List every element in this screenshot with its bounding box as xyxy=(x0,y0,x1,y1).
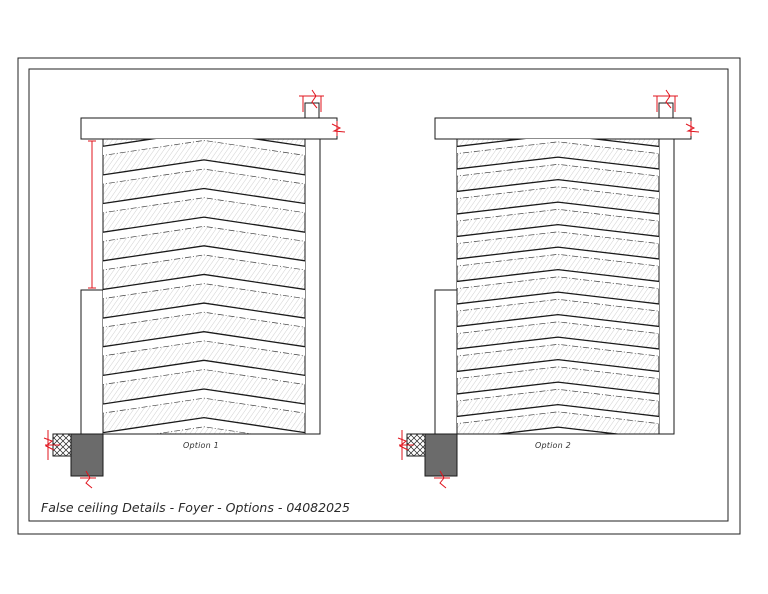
chevron-dash-line xyxy=(457,388,659,402)
chevron-line xyxy=(457,381,659,395)
option-2-label: Option 2 xyxy=(535,441,571,450)
chevron-dash-line xyxy=(103,397,305,414)
chevron-band xyxy=(103,245,305,270)
left-wall xyxy=(434,289,458,435)
chevron-band xyxy=(457,292,659,312)
dimension-marks xyxy=(43,89,346,489)
chevron-dash-line xyxy=(103,168,305,185)
chevron-dash-line xyxy=(103,140,305,156)
chevron-band xyxy=(457,202,659,222)
chevron-line xyxy=(103,273,305,291)
chevron-line xyxy=(457,178,659,193)
chevron-dash-line xyxy=(153,426,255,434)
chevron-band xyxy=(103,331,305,356)
chevron-line xyxy=(457,291,659,305)
chevron-line xyxy=(103,331,305,348)
chevron-line xyxy=(103,187,305,205)
chevron-dash-line xyxy=(103,197,305,214)
column-solid xyxy=(70,433,104,477)
beam-stub xyxy=(304,102,320,119)
chevron-band xyxy=(103,139,305,156)
chevron-dash-line xyxy=(103,311,305,328)
beam-top xyxy=(80,117,338,140)
chevron-line xyxy=(457,403,659,418)
chevron-dash-line xyxy=(457,343,659,357)
option-2-detail xyxy=(397,89,700,489)
chevron-dash-line xyxy=(103,283,305,299)
chevron-band xyxy=(103,159,305,185)
column-solid xyxy=(424,433,458,477)
chevron-band xyxy=(499,427,617,434)
chevron-line xyxy=(457,139,659,148)
chevron-band xyxy=(103,303,305,328)
chevron-line xyxy=(493,426,623,434)
chevron-line xyxy=(457,313,659,328)
chevron-dash-line xyxy=(457,253,659,267)
chevron-dash-line xyxy=(457,298,659,312)
chevron-dash-line xyxy=(103,340,305,357)
outer-border xyxy=(17,57,741,535)
chevron-line xyxy=(457,268,659,283)
chevron-band xyxy=(457,404,659,424)
chevron-line xyxy=(103,216,305,233)
chevron-band xyxy=(457,179,659,199)
right-wall xyxy=(658,138,675,435)
dimension-marks xyxy=(397,89,700,489)
chevron-dash-line xyxy=(457,186,659,199)
chevron-line xyxy=(103,139,305,147)
beam-stub xyxy=(658,102,674,119)
chevron-dash-line xyxy=(457,366,659,379)
chevron-band xyxy=(457,224,659,244)
chevron-band xyxy=(103,417,305,434)
left-wall xyxy=(80,289,104,435)
chevron-line xyxy=(457,156,659,170)
option-1-label: Option 1 xyxy=(183,441,219,450)
chevron-band xyxy=(457,269,659,289)
chevron-line xyxy=(103,359,305,377)
chevron-band xyxy=(457,382,659,402)
chevron-dash-line xyxy=(457,276,659,289)
chevron-band xyxy=(103,188,305,213)
beam-top xyxy=(434,117,692,140)
chevron-line xyxy=(457,246,659,260)
chevron-pattern xyxy=(103,139,305,434)
chevron-band xyxy=(103,274,305,299)
chevron-band xyxy=(457,359,659,379)
option-1-detail xyxy=(43,89,346,489)
right-wall xyxy=(304,138,321,435)
chevron-band xyxy=(457,247,659,267)
chevron-dash-line xyxy=(103,225,305,242)
chevron-dash-line xyxy=(457,411,659,424)
chevron-band xyxy=(103,217,305,242)
chevron-dash-line xyxy=(457,321,659,334)
chevron-dash-line xyxy=(457,163,659,177)
chevron-band xyxy=(457,314,659,334)
chevron-band xyxy=(103,360,305,385)
chevron-dash-line xyxy=(457,141,659,154)
chevron-pattern xyxy=(457,139,659,434)
chevron-line xyxy=(457,336,659,350)
chevron-line xyxy=(103,245,305,262)
chevron-dash-line xyxy=(457,231,659,244)
chevron-dash-line xyxy=(103,369,305,385)
chevron-line xyxy=(103,159,305,176)
chevron-line xyxy=(457,223,659,238)
chevron-band xyxy=(457,157,659,177)
chevron-band xyxy=(457,337,659,357)
chevron-band xyxy=(103,388,305,414)
drawing-title: False ceiling Details - Foyer - Options … xyxy=(41,500,350,515)
chevron-dash-line xyxy=(103,254,305,271)
chevron-dash-line xyxy=(457,208,659,222)
chevron-band xyxy=(457,139,659,154)
inner-border xyxy=(28,68,729,522)
chevron-line xyxy=(457,201,659,215)
chevron-line xyxy=(103,416,305,434)
chevron-line xyxy=(103,388,305,405)
chevron-line xyxy=(103,302,305,319)
chevron-line xyxy=(457,358,659,373)
